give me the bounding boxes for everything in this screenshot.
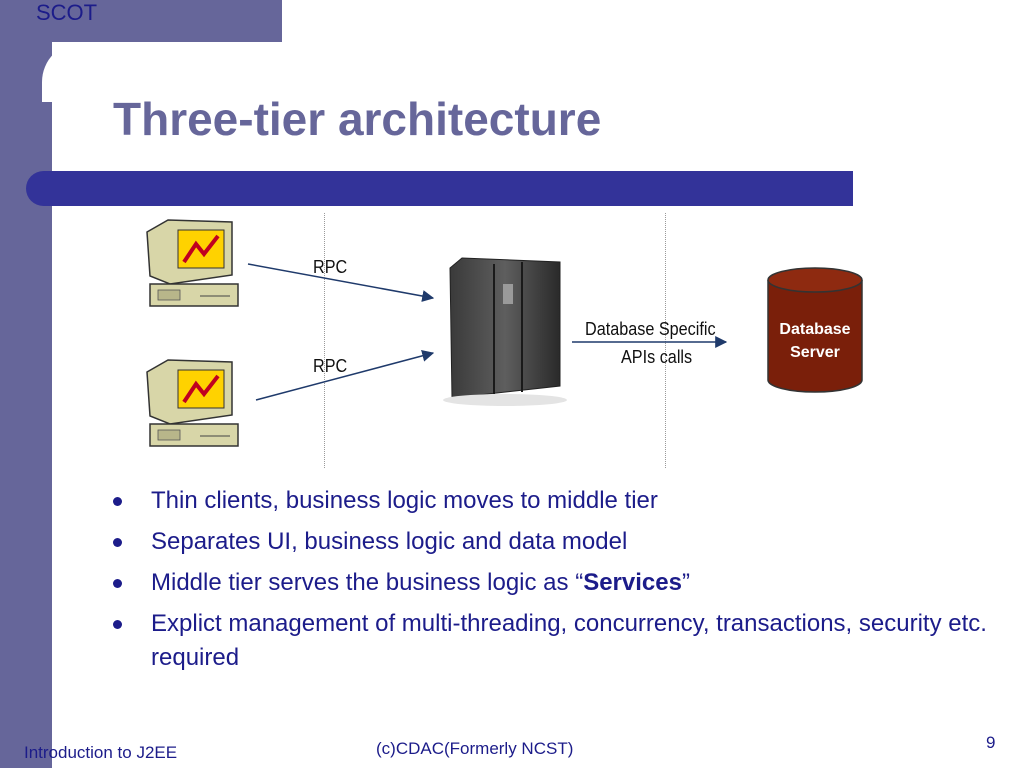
bullet-text: Thin clients, business logic moves to mi…: [151, 487, 658, 514]
bullet-item: Explict management of multi-threading, c…: [113, 607, 1003, 675]
bullet-text: Separates UI, business logic and data mo…: [151, 528, 628, 555]
bullet-list: Thin clients, business logic moves to mi…: [113, 484, 1003, 682]
bullet-item: Middle tier serves the business logic as…: [113, 566, 1003, 600]
brand-label: SCOT: [36, 0, 98, 25]
bullet-item: Thin clients, business logic moves to mi…: [113, 484, 1003, 518]
title-rule: [26, 171, 853, 206]
rpc-arrow-top: [247, 263, 435, 302]
rpc-label-top: RPC: [313, 257, 348, 277]
server-icon: [443, 257, 567, 406]
sidebar-band: [0, 0, 52, 768]
tier-divider-right: [665, 213, 666, 468]
database-icon: [767, 267, 863, 393]
bullet-text-post: ”: [681, 569, 690, 596]
page-number: 9: [986, 733, 996, 752]
bullet-text-bold: Services: [583, 569, 682, 596]
footer-left: Introduction to J2EE: [24, 743, 178, 762]
client-computer-icon: [146, 359, 239, 447]
api-label-line2: APIs calls: [621, 347, 693, 367]
api-label-line1: Database Specific: [585, 319, 716, 339]
bullet-text: Explict management of multi-threading, c…: [151, 610, 987, 671]
bullet-dot-icon: [113, 620, 122, 629]
bullet-text-pre: Middle tier serves the business logic as…: [151, 569, 584, 596]
bullet-dot-icon: [113, 497, 122, 506]
rpc-label-bottom: RPC: [313, 356, 348, 376]
header-curve: [42, 42, 282, 102]
database-label: Database Server: [768, 318, 862, 364]
database-label-line2: Server: [790, 344, 840, 361]
top-band: [0, 0, 282, 42]
client-computer-icon: [146, 219, 239, 307]
bullet-dot-icon: [113, 538, 122, 547]
footer-center: (c)CDAC(Formerly NCST): [376, 739, 574, 758]
rpc-arrow-bottom: [255, 349, 435, 401]
slide-title: Three-tier architecture: [113, 93, 602, 145]
database-label-line1: Database: [779, 321, 851, 338]
bullet-item: Separates UI, business logic and data mo…: [113, 525, 1003, 559]
tier-divider-left: [324, 213, 325, 468]
bullet-dot-icon: [113, 579, 122, 588]
